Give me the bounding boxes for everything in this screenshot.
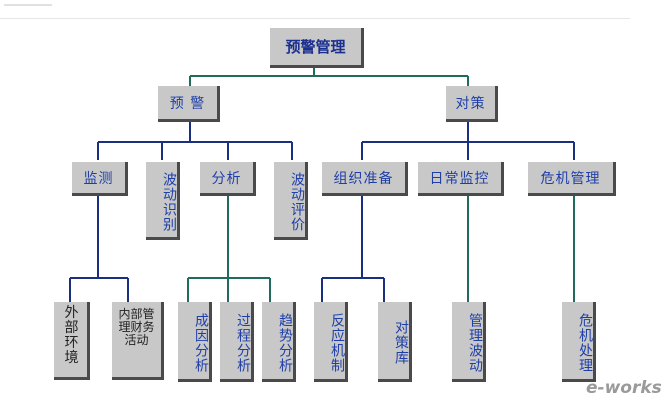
- node-jiance: 监测: [72, 162, 128, 196]
- node-neibuguanli: 内部管理财务活动: [112, 302, 164, 380]
- eworks-logo: e-works: [586, 378, 662, 398]
- node-yujing: 预 警: [158, 86, 220, 122]
- node-bodongpingjia: 波动评价: [274, 162, 308, 240]
- node-zuzhizhunbei: 组织准备: [322, 162, 408, 196]
- node-weijichuli: 危机处理: [562, 302, 596, 382]
- node-guochengfenxi: 过程分析: [220, 302, 254, 382]
- top-divider: [0, 18, 630, 19]
- node-duiceku: 对策库: [378, 302, 412, 382]
- node-duice: 对策: [446, 86, 498, 122]
- node-fenxi: 分析: [200, 162, 256, 196]
- node-richangjiankong: 日常监控: [418, 162, 504, 196]
- node-bodongshibie: 波动识别: [146, 162, 180, 240]
- node-qushifenxi: 趋势分析: [262, 302, 296, 382]
- node-waibuhuanjing: 外部环境: [54, 302, 90, 380]
- node-guanlibodong: 管理波动: [452, 302, 486, 382]
- top-tab-line: [4, 4, 52, 6]
- node-weijiguanli: 危机管理: [528, 162, 616, 196]
- node-root: 预警管理: [270, 28, 364, 68]
- node-fanyingjizhi: 反应机制: [314, 302, 348, 382]
- node-chengyinfenxi: 成因分析: [178, 302, 212, 382]
